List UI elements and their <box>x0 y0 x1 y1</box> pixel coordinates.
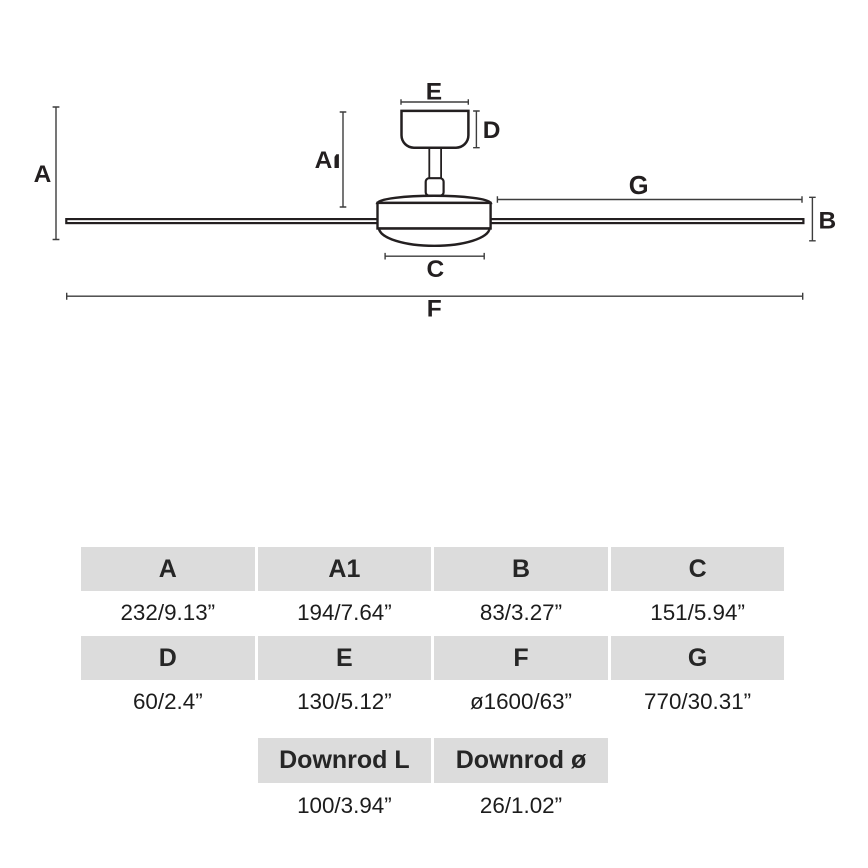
svg-text:B: B <box>819 207 837 234</box>
svg-text:A: A <box>315 147 333 174</box>
svg-text:G: G <box>629 172 649 200</box>
svg-text:D: D <box>483 117 501 144</box>
svg-text:C: C <box>426 256 444 283</box>
svg-text:A: A <box>34 161 52 188</box>
svg-text:F: F <box>427 296 442 323</box>
svg-text:E: E <box>426 78 442 105</box>
